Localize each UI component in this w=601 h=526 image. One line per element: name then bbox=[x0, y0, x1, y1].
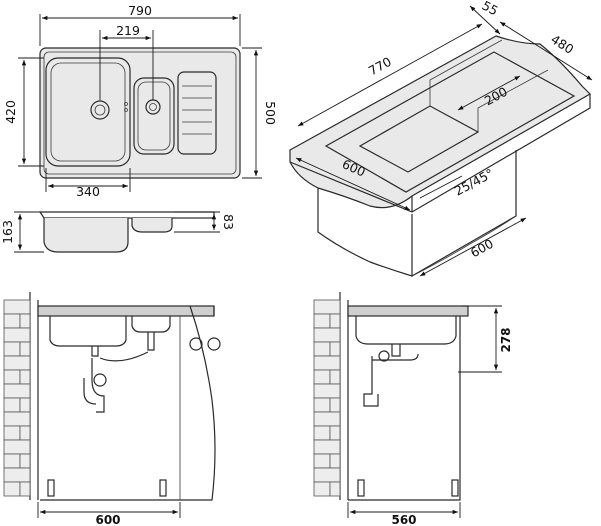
section-view-dimensions: 163 83 bbox=[0, 211, 236, 253]
dim-depth-small: 83 bbox=[221, 214, 236, 230]
isometric-view bbox=[289, 35, 591, 277]
dim-iso-thickness: 55 bbox=[480, 0, 501, 18]
dim-bowl-spacing: 219 bbox=[116, 23, 140, 38]
dim-bowl-height: 420 bbox=[3, 100, 18, 124]
top-view bbox=[39, 47, 241, 179]
dim-total-height: 500 bbox=[263, 101, 278, 125]
dim-iso-cabinet-side: 600 bbox=[468, 236, 496, 261]
front-installation-dimensions: 600 bbox=[37, 502, 181, 526]
side-installation-view bbox=[313, 292, 469, 501]
front-installation-view bbox=[3, 292, 221, 501]
dim-side-height: 278 bbox=[499, 327, 513, 352]
dim-front-cabinet: 600 bbox=[95, 513, 120, 526]
top-view-dimensions: 790 219 420 500 340 bbox=[3, 3, 278, 199]
dim-top-width: 790 bbox=[128, 3, 152, 18]
dim-bowl-width: 340 bbox=[76, 184, 100, 199]
dim-side-cabinet: 560 bbox=[391, 513, 416, 526]
dim-depth-total: 163 bbox=[0, 220, 15, 244]
dim-iso-radius: 25/45° bbox=[452, 165, 496, 198]
side-installation-dimensions: 278 560 bbox=[347, 305, 513, 526]
dim-iso-depth: 480 bbox=[548, 32, 576, 57]
